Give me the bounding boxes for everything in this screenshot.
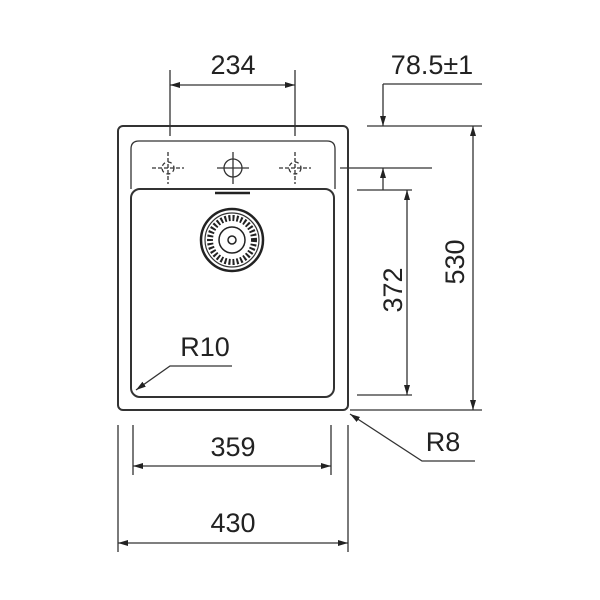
dimension-tap-spacing: 234 (169, 50, 296, 136)
radius-label-r10: R10 (180, 332, 230, 362)
sink-deck-outline (130, 140, 336, 189)
tap-hole-left-icon (152, 152, 184, 184)
radius-label-r8: R8 (426, 427, 461, 457)
tap-hole-center-icon (217, 152, 249, 184)
sink-bowl-outline (130, 188, 335, 398)
dimension-label-530: 530 (440, 239, 470, 284)
tap-hole-right-icon (279, 152, 311, 184)
dimension-overall-length: 530 (350, 126, 482, 411)
drain-icon (199, 207, 265, 273)
sink-outer-outline (117, 125, 349, 411)
dimension-bowl-length: 372 (357, 189, 412, 396)
radius-outer: R8 (349, 413, 475, 462)
dimension-label-430: 430 (210, 508, 255, 538)
dimension-label-234: 234 (210, 50, 255, 80)
dimension-overall-width: 430 (117, 425, 349, 552)
dimension-label-78-5: 78.5±1 (391, 50, 473, 80)
dimension-label-372: 372 (378, 267, 408, 312)
dimension-deck-offset: 78.5±1 (340, 50, 482, 190)
radius-bowl: R10 (135, 332, 232, 391)
dimension-label-359: 359 (210, 432, 255, 462)
dimension-bowl-width: 359 (132, 425, 332, 475)
